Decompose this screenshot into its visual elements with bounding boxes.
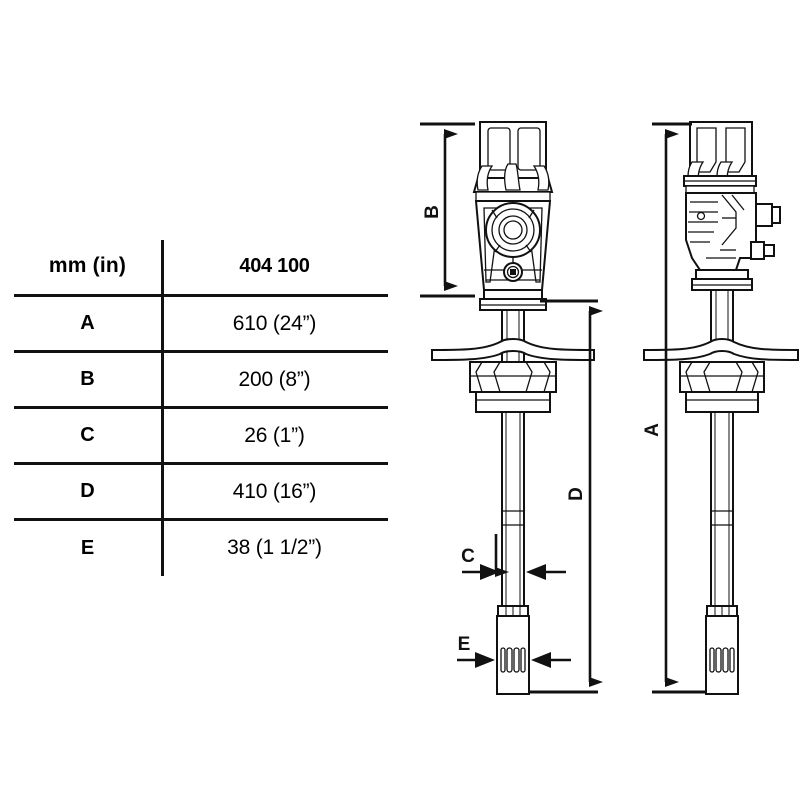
wing-mount-plate-side — [643, 338, 799, 362]
pump-body-side — [685, 192, 757, 271]
dimension-a-label: A — [642, 423, 663, 437]
table-row-value: 200 (8”) — [161, 351, 388, 409]
body-collar-side — [691, 269, 753, 291]
table-row: D 410 (16”) — [14, 463, 388, 521]
dimension-e-label: E — [458, 634, 471, 655]
side-port-upper — [755, 203, 781, 227]
side-port-lower — [750, 241, 775, 260]
dimension-table: mm (in) 404 100 A 610 (24”) B 200 (8”) C… — [14, 238, 388, 576]
table-row-key: D — [14, 463, 161, 521]
dimension-b-label: B — [422, 205, 443, 219]
table-header-unit: mm (in) — [14, 238, 161, 297]
technical-drawing-area: B D C — [400, 100, 800, 700]
foot-valve-strainer-side — [705, 605, 739, 695]
dimension-a: A — [642, 122, 706, 694]
body-collar — [479, 289, 547, 311]
table-column-divider — [161, 240, 164, 576]
suction-tube — [501, 411, 525, 613]
dimension-c: C — [461, 534, 566, 580]
dimension-e: E — [457, 634, 571, 668]
foot-valve-strainer — [496, 605, 530, 695]
table-row: C 26 (1”) — [14, 407, 388, 465]
dimension-b: B — [420, 122, 475, 298]
dimension-c-label: C — [461, 546, 475, 567]
pump-side-view: A — [642, 121, 799, 695]
table-header-row: mm (in) 404 100 — [14, 238, 388, 297]
pump-front-view: B D C — [420, 121, 603, 695]
hex-nut — [469, 361, 557, 413]
table-row: E 38 (1 1/2”) — [14, 520, 388, 576]
hex-nut-side — [679, 361, 765, 413]
table-row-value: 38 (1 1/2”) — [227, 536, 322, 560]
dimension-d-label: D — [566, 487, 587, 501]
table-row-value: 410 (16”) — [161, 463, 388, 521]
table-row: B 200 (8”) — [14, 351, 388, 409]
table-row-key: E — [80, 536, 95, 559]
motor-housing-side — [689, 121, 753, 181]
table-row-key: B — [14, 351, 161, 409]
table-row-key: C — [14, 407, 161, 465]
dimension-d: D — [528, 299, 603, 694]
table-row: A 610 (24”) — [14, 295, 388, 353]
table-row-value: 610 (24”) — [161, 295, 388, 353]
table-row-value: 26 (1”) — [161, 407, 388, 465]
clamp-band-side — [683, 161, 757, 194]
clamp-band — [472, 163, 554, 202]
table-header-model: 404 100 — [161, 238, 388, 297]
pump-body — [474, 200, 552, 291]
suction-tube-side — [710, 411, 734, 613]
table-row-key: A — [14, 295, 161, 353]
